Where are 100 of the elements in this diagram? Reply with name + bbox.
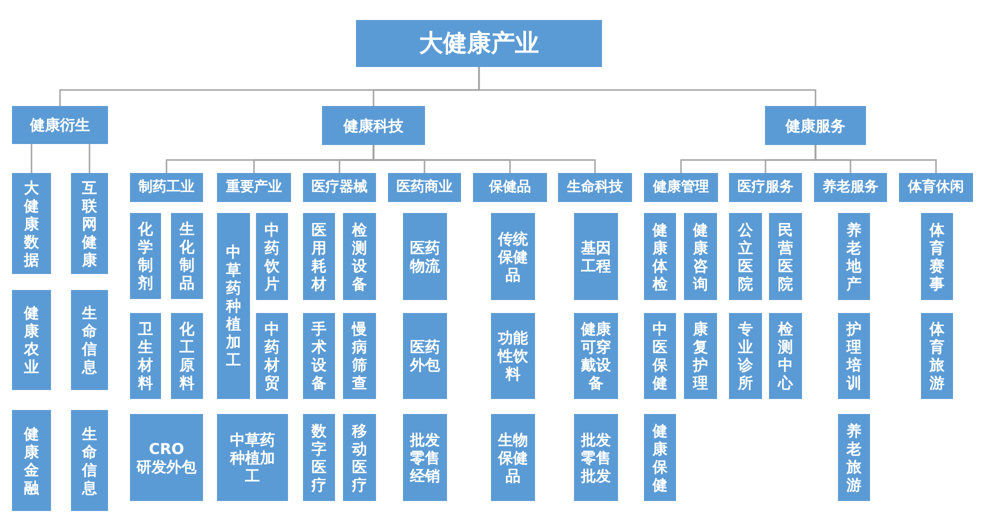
node-label: 生命信息 <box>82 304 98 376</box>
subcategory-box <box>130 173 203 202</box>
item-box <box>644 313 676 399</box>
subcategory-box <box>899 173 973 202</box>
item-box <box>729 313 762 399</box>
node-label: 化工原料 <box>179 320 195 392</box>
connector-line <box>814 145 937 173</box>
node-label: 卫生材料 <box>138 320 154 392</box>
subcategory-box <box>217 173 291 202</box>
node-label: 健康衍生 <box>30 116 90 134</box>
item-box <box>130 213 161 299</box>
item-box <box>303 213 335 300</box>
node-label: 医疗服务 <box>738 179 794 196</box>
node-label: 检测设备 <box>352 220 368 292</box>
item-box <box>343 313 376 399</box>
item-box <box>574 213 618 300</box>
node-label: 检测中心 <box>778 320 794 392</box>
item-box <box>921 213 953 300</box>
node-label: 大健康产业 <box>419 29 539 58</box>
node-label: 化学制剂 <box>138 220 154 292</box>
item-box <box>71 290 108 390</box>
node-label: 大健康数据 <box>24 178 40 268</box>
node-label: 生命科技 <box>567 179 623 196</box>
item-box <box>574 313 618 399</box>
node-label: 医用耗材 <box>311 220 327 292</box>
node-label: 中草药种植加工 <box>226 243 242 369</box>
subcategory-box <box>814 173 887 202</box>
item-box <box>644 414 676 501</box>
item-box <box>684 213 717 300</box>
node-label: 康复护理 <box>692 320 708 392</box>
node-label: 健康服务 <box>786 116 846 134</box>
node-label: 数字医疗 <box>311 422 327 494</box>
category-box <box>322 106 425 145</box>
item-box <box>130 414 203 501</box>
item-box <box>574 414 618 501</box>
item-box <box>644 213 676 300</box>
subcategory-box <box>644 173 718 202</box>
node-label: 健康咨询 <box>692 220 708 292</box>
node-label: 慢病筛查 <box>352 320 368 392</box>
node-label: 健康管理 <box>653 179 709 196</box>
subcategory-box <box>303 173 376 202</box>
root-box <box>356 20 602 67</box>
node-label: 健康保健 <box>652 422 668 494</box>
node-label: 手术设备 <box>311 320 327 392</box>
item-box <box>838 213 870 300</box>
category-box <box>765 106 866 145</box>
item-box <box>769 213 802 300</box>
node-label: 保健品 <box>489 179 531 196</box>
item-box <box>491 414 535 501</box>
node-label: 健康可穿戴设备 <box>580 320 612 392</box>
item-box <box>403 313 447 399</box>
item-box <box>217 213 250 399</box>
item-box <box>343 414 376 501</box>
node-label: 健康科技 <box>344 116 404 134</box>
item-box <box>729 213 762 300</box>
item-box <box>684 313 717 399</box>
item-box <box>491 213 535 300</box>
item-box <box>921 313 953 399</box>
item-box <box>303 313 335 399</box>
node-label: 中药材贸 <box>264 320 280 392</box>
connector-line <box>30 144 32 173</box>
node-label: CRO 研发外包 <box>135 440 198 476</box>
node-label: 基因工程 <box>580 238 612 274</box>
node-label: 体育休闲 <box>908 179 964 196</box>
node-label: 医药外包 <box>410 338 440 374</box>
item-box <box>71 410 108 511</box>
item-box <box>769 313 802 399</box>
node-label: 生化制品 <box>179 220 195 292</box>
item-box <box>343 213 376 300</box>
node-label: 制药工业 <box>138 179 194 196</box>
node-label: 医药商业 <box>396 179 452 196</box>
item-box <box>171 213 203 299</box>
subcategory-box <box>388 173 461 202</box>
connector-line <box>478 67 816 106</box>
item-box <box>256 213 288 300</box>
node-label: 重要产业 <box>226 179 282 196</box>
subcategory-box <box>729 173 802 202</box>
item-box <box>256 313 288 399</box>
node-label: 生物保健品 <box>498 430 528 484</box>
item-box <box>171 313 203 399</box>
item-box <box>403 213 447 300</box>
node-label: 生命信息 <box>82 424 98 496</box>
item-box <box>403 414 447 501</box>
node-label: 中草药种植加工 <box>230 430 276 484</box>
subcategory-box <box>473 173 547 202</box>
node-label: 批发零售经销 <box>410 430 440 484</box>
node-label: 互联网健康 <box>82 178 98 268</box>
item-box <box>71 173 108 274</box>
node-label: 专业诊所 <box>738 320 754 392</box>
item-box <box>12 290 51 390</box>
item-box <box>217 414 288 501</box>
node-label: 健康金融 <box>24 424 40 496</box>
node-label: 养老服务 <box>822 179 878 196</box>
item-box <box>838 313 870 399</box>
node-label: 民营医院 <box>778 220 794 292</box>
item-box <box>12 410 51 511</box>
node-label: 健康农业 <box>24 304 40 376</box>
node-label: 功能性饮料 <box>498 329 528 383</box>
item-box <box>130 313 161 399</box>
node-label: 体育赛事 <box>929 220 945 292</box>
